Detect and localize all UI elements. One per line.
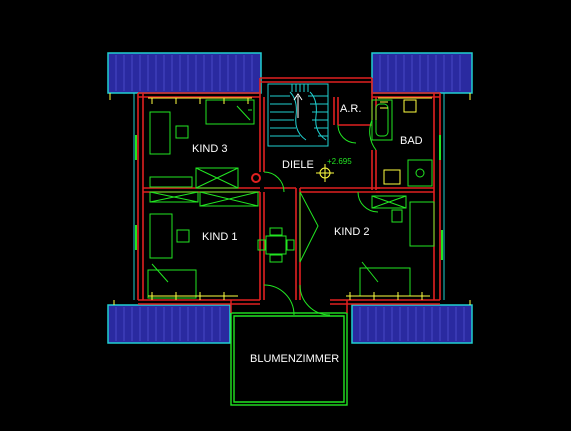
roof-windows — [107, 52, 473, 344]
doors — [263, 119, 379, 316]
blumenzimmer-walls — [230, 312, 348, 406]
room-label-blumenzimmer: BLUMENZIMMER — [250, 353, 339, 365]
chimney-marker — [251, 173, 261, 183]
wardrobe-kind2 — [371, 195, 407, 209]
bed-kind2 — [359, 267, 411, 297]
rails — [109, 93, 471, 305]
desk-kind3 — [149, 111, 171, 155]
roof-window-hatching — [115, 55, 465, 341]
staircase — [267, 83, 329, 147]
roof-window-bottom-left — [107, 304, 231, 344]
roof-window-top-left — [107, 52, 262, 94]
roof-window-top-right — [371, 52, 473, 94]
shower — [407, 159, 433, 187]
room-label-kind2: KIND 2 — [334, 226, 369, 238]
stair-arrow — [293, 93, 303, 118]
bed-kind3 — [205, 99, 255, 125]
bathtub — [371, 99, 393, 141]
outer-walls — [137, 77, 441, 305]
interior-walls — [143, 97, 434, 300]
room-label-ar: A.R. — [340, 103, 361, 115]
room-label-bad: BAD — [400, 135, 423, 147]
toilet — [403, 99, 417, 113]
outer-trim — [133, 93, 445, 300]
roof-window-bottom-right — [351, 304, 473, 344]
sink — [383, 169, 401, 185]
room-label-diele: DIELE — [282, 159, 314, 171]
furniture — [135, 99, 443, 299]
level-label: +2.695 — [327, 157, 352, 166]
chair-kind3 — [175, 125, 189, 139]
desk-kind1 — [149, 213, 173, 259]
room-label-kind1: KIND 1 — [202, 231, 237, 243]
level-marker — [316, 164, 334, 182]
chair-kind1 — [176, 229, 190, 243]
room-label-kind3: KIND 3 — [192, 143, 227, 155]
table — [265, 235, 287, 255]
blumenzimmer-edges — [230, 300, 348, 313]
bed-kind1 — [147, 269, 197, 299]
desk-kind2 — [409, 201, 435, 247]
